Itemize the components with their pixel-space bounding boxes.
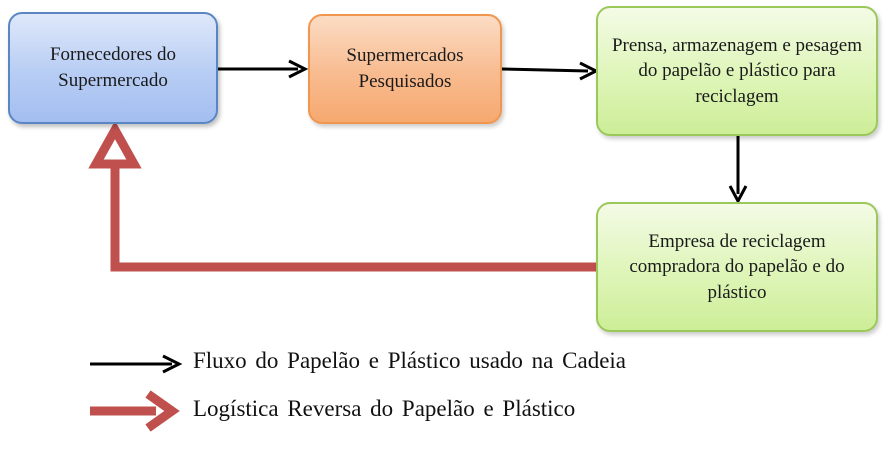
reverse-logistics-path (110, 160, 596, 272)
node-empresa-label: Empresa de reciclagem compradora do pape… (629, 230, 845, 303)
legend-reverse-arrowhead (145, 390, 180, 432)
node-supermercados: Supermercados Pesquisados (308, 14, 502, 124)
flow-arrowhead-1 (288, 59, 309, 79)
node-supermercados-label: Supermercados Pesquisados (346, 45, 464, 92)
node-fornecedores: Fornecedores do Supermercado (8, 12, 218, 124)
flow-arrow-supermercados-to-prensa (501, 67, 589, 73)
node-empresa: Empresa de reciclagem compradora do pape… (596, 202, 878, 332)
flow-arrowhead-3 (728, 185, 748, 205)
legend-reverse-label: Logística Reversa do Papelão e Plástico (193, 396, 576, 421)
legend-flow-label: Fluxo do Papelão e Plástico usado na Cad… (193, 348, 627, 373)
legend-flow-arrowhead (162, 354, 183, 374)
reverse-logistics-arrowhead (88, 120, 142, 169)
node-prensa-label: Prensa, armazenagem e pesagem do papelão… (611, 34, 863, 107)
node-prensa: Prensa, armazenagem e pesagem do papelão… (596, 6, 878, 136)
node-fornecedores-label: Fornecedores do Supermercado (49, 44, 177, 91)
